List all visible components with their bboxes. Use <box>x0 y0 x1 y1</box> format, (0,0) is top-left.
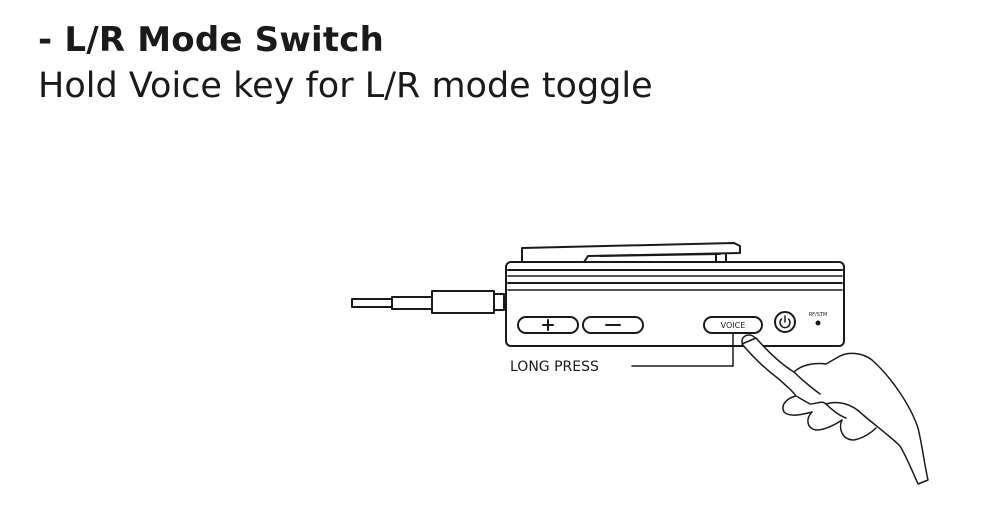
hand-illustration <box>741 334 929 485</box>
cable-plug <box>351 290 505 314</box>
belt-clip <box>521 242 741 263</box>
indicator-label: RF/STM <box>809 312 828 318</box>
power-button <box>774 311 796 333</box>
cable <box>351 298 395 308</box>
plug-collar <box>493 293 505 311</box>
plug-body <box>431 290 495 314</box>
plug-neck <box>391 296 435 310</box>
voice-button <box>703 316 763 334</box>
page-subtitle: Hold Voice key for L/R mode toggle <box>38 66 653 106</box>
power-icon <box>779 315 791 329</box>
callout-leader <box>631 333 734 367</box>
indicator-light <box>815 320 821 326</box>
callout-label: LONG PRESS <box>510 359 599 375</box>
page-title: - L/R Mode Switch <box>38 20 385 60</box>
voice-button-label: VOICE <box>721 321 746 330</box>
minus-button <box>582 316 644 334</box>
plus-button <box>517 316 579 334</box>
